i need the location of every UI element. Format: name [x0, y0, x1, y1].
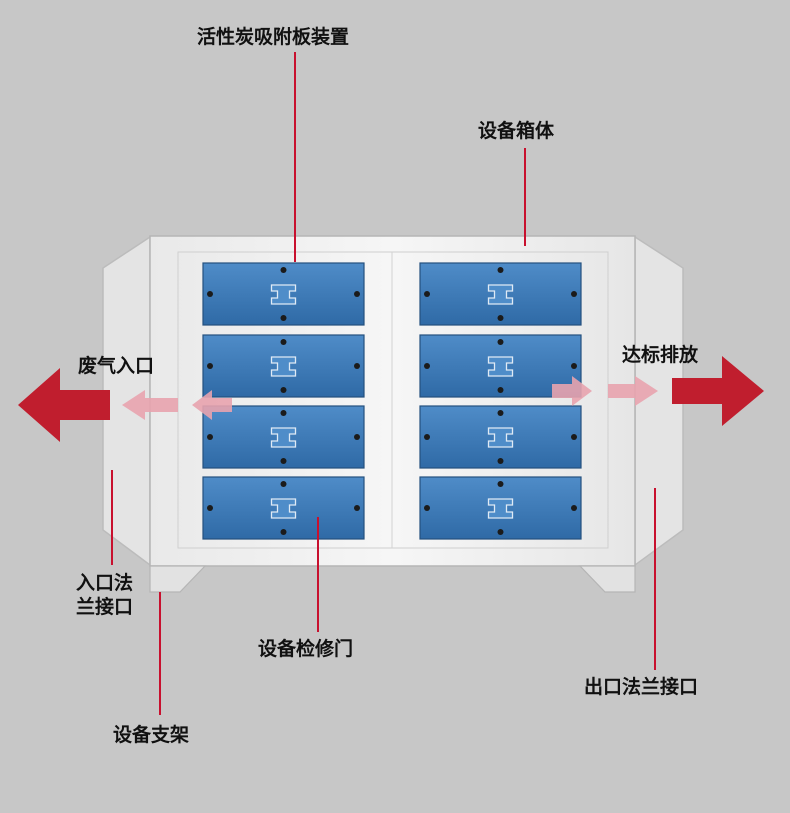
bolt-icon	[280, 529, 287, 535]
bolt-icon	[280, 339, 287, 345]
door-handle-icon[interactable]	[270, 498, 297, 519]
label-standard-discharge: 达标排放	[622, 344, 699, 366]
label-exhaust-inlet: 废气入口	[78, 355, 155, 377]
bolt-icon	[207, 363, 213, 369]
bolt-icon	[497, 458, 504, 464]
bolt-icon	[571, 505, 577, 511]
label-cabinet: 设备箱体	[478, 120, 555, 142]
flow-arrow-inlet-1	[122, 390, 178, 420]
service-door-panels	[202, 262, 582, 540]
label-inlet-flange: 入口法 兰接口	[76, 572, 133, 620]
door-handle-icon[interactable]	[487, 498, 514, 519]
bolt-icon	[497, 315, 504, 321]
bolt-icon	[280, 481, 287, 487]
outlet-arrow-large	[672, 356, 764, 426]
bolt-icon	[424, 363, 430, 369]
flow-arrow-outlet-1	[552, 376, 592, 406]
label-service-door: 设备检修门	[258, 638, 354, 660]
bolt-icon	[207, 291, 213, 297]
bolt-icon	[571, 434, 577, 440]
bolt-icon	[280, 267, 287, 273]
bolt-icon	[354, 363, 360, 369]
bolt-icon	[424, 434, 430, 440]
inlet-arrow-large	[18, 368, 110, 442]
service-door-panel	[202, 476, 365, 540]
bolt-icon	[280, 410, 287, 416]
door-handle-icon[interactable]	[487, 284, 514, 305]
flow-arrow-outlet-2	[608, 376, 658, 406]
bolt-icon	[424, 291, 430, 297]
door-handle-icon[interactable]	[270, 356, 297, 377]
bolt-icon	[280, 315, 287, 321]
door-handle-icon[interactable]	[270, 284, 297, 305]
bolt-icon	[571, 363, 577, 369]
bolt-icon	[497, 267, 504, 273]
bolt-icon	[497, 339, 504, 345]
bolt-icon	[280, 458, 287, 464]
bolt-icon	[497, 481, 504, 487]
label-inlet-flange-line1: 入口法	[76, 572, 134, 594]
bolt-icon	[207, 434, 213, 440]
bolt-icon	[497, 529, 504, 535]
service-door-panel	[419, 262, 582, 326]
bolt-icon	[354, 434, 360, 440]
support-leg-left	[149, 565, 207, 593]
service-door-panel	[419, 405, 582, 469]
bolt-icon	[571, 291, 577, 297]
flow-arrow-inlet-2	[192, 390, 232, 420]
label-outlet-flange: 出口法兰接口	[584, 676, 699, 698]
service-door-panel	[202, 262, 365, 326]
bolt-icon	[354, 291, 360, 297]
support-leg-right	[578, 565, 636, 593]
service-door-panel	[202, 405, 365, 469]
service-door-panel	[419, 476, 582, 540]
bolt-icon	[497, 387, 504, 393]
service-door-panel	[202, 334, 365, 398]
door-handle-icon[interactable]	[270, 427, 297, 448]
bolt-icon	[497, 410, 504, 416]
door-handle-icon[interactable]	[487, 356, 514, 377]
door-handle-icon[interactable]	[487, 427, 514, 448]
bolt-icon	[207, 505, 213, 511]
label-support-frame: 设备支架	[113, 724, 190, 746]
label-inlet-flange-line2: 兰接口	[76, 595, 134, 618]
bolt-icon	[354, 505, 360, 511]
bolt-icon	[424, 505, 430, 511]
bolt-icon	[280, 387, 287, 393]
label-adsorption-plate: 活性炭吸附板装置	[197, 26, 350, 48]
